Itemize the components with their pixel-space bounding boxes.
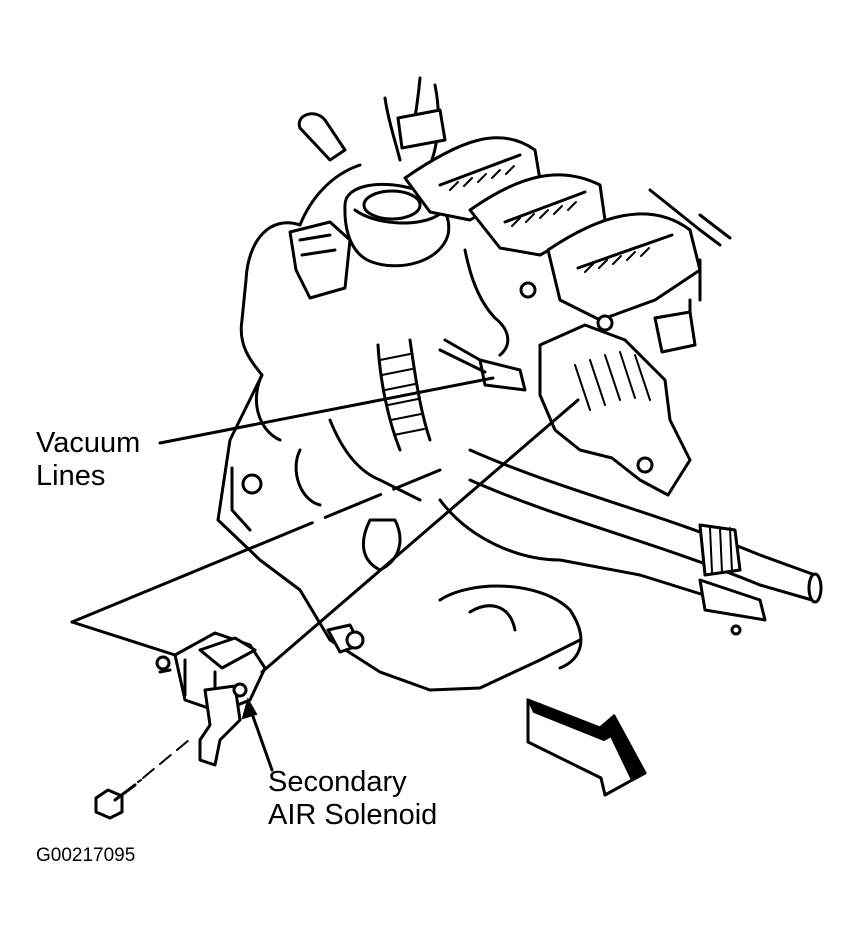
- secondary-air-solenoid-label: Secondary AIR Solenoid: [268, 766, 437, 832]
- vacuum-lines-label-line2: Lines: [36, 460, 106, 492]
- front-direction-arrow: [525, 698, 647, 797]
- intake-runners: [403, 136, 702, 322]
- vacuum-lines-label-line1: Vacuum: [36, 427, 141, 459]
- air-solenoid: [155, 631, 267, 767]
- vacuum-lines-label: Vacuum Lines: [36, 427, 140, 493]
- leader-lines: [70, 376, 580, 772]
- solenoid-label-line2: AIR Solenoid: [268, 799, 438, 831]
- solenoid-label-line1: Secondary: [268, 766, 407, 798]
- figure-id: G00217095: [36, 845, 136, 866]
- bolt: [94, 739, 190, 820]
- engine-assembly: [216, 76, 823, 692]
